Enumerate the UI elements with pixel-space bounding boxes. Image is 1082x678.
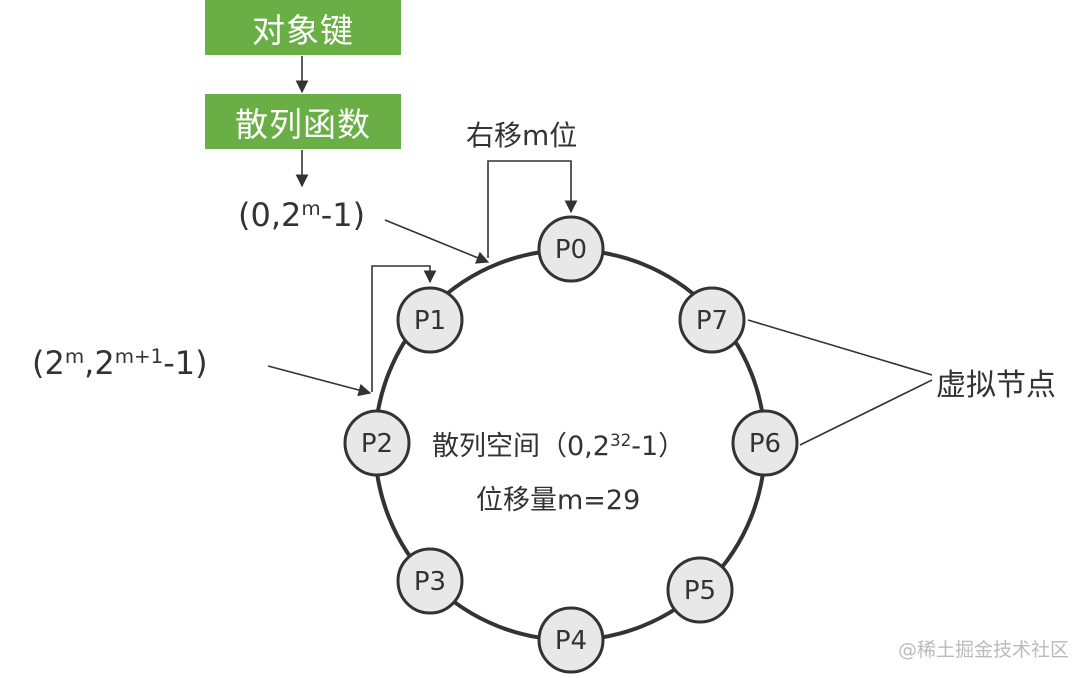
node-label: P3 xyxy=(414,567,446,597)
node-label: P7 xyxy=(696,306,728,336)
node-p2: P2 xyxy=(343,409,411,477)
node-label: P4 xyxy=(555,626,587,656)
node-p1: P1 xyxy=(396,286,464,354)
shift-label: 右移m位 xyxy=(466,119,578,152)
node-circle xyxy=(396,547,464,615)
range2-sup2: m+1 xyxy=(114,345,164,369)
node-p0: P0 xyxy=(537,215,605,283)
node-p6: P6 xyxy=(731,409,799,477)
hash-function-box: 散列函数 xyxy=(205,94,401,149)
node-label: P5 xyxy=(684,576,716,606)
range1-open: (0,2 xyxy=(238,196,302,234)
shift-bracket-p1 xyxy=(371,265,437,392)
hash-space-label: 散列空间（0,232-1） xyxy=(432,424,685,463)
node-p5: P5 xyxy=(666,556,734,624)
node-circle xyxy=(678,286,746,354)
range2-close: -1) xyxy=(163,344,208,382)
range2-sup1: m xyxy=(64,345,85,369)
node-circle xyxy=(396,286,464,354)
node-p3: P3 xyxy=(396,547,464,615)
node-circle xyxy=(537,606,605,674)
offset-label: 位移量m=29 xyxy=(476,485,641,516)
virtual-line-p6 xyxy=(799,379,933,446)
virtual-line-p7 xyxy=(747,319,933,376)
node-label: P2 xyxy=(361,429,393,459)
node-label: P1 xyxy=(414,306,446,336)
node-p7: P7 xyxy=(678,286,746,354)
range2-open: (2 xyxy=(32,344,65,382)
hash-space-close: -1） xyxy=(631,431,686,462)
range2-mid: ,2 xyxy=(84,344,115,382)
node-label: P6 xyxy=(749,429,781,459)
hash-space-open: 散列空间（0,2 xyxy=(432,431,610,462)
node-label: P0 xyxy=(555,235,587,265)
shift-bracket-p0 xyxy=(487,160,578,258)
node-circle xyxy=(537,215,605,283)
node-circle xyxy=(666,556,734,624)
node-circle xyxy=(343,409,411,477)
watermark: @稀土掘金技术社区 xyxy=(898,639,1070,661)
node-p4: P4 xyxy=(537,606,605,674)
arrow-range1-to-ring xyxy=(384,219,490,264)
arrow-range2-to-ring xyxy=(267,365,372,397)
range1-close: -1) xyxy=(320,196,366,234)
hash-space-sup: 32 xyxy=(609,429,632,450)
object-key-box: 对象键 xyxy=(205,0,401,55)
range1-sup: m xyxy=(301,197,321,221)
range2-label: (2m,2m+1-1) xyxy=(32,344,208,382)
range1-label: (0,2m-1) xyxy=(238,196,365,234)
virtual-nodes-label: 虚拟节点 xyxy=(936,368,1056,403)
node-circle xyxy=(731,409,799,477)
